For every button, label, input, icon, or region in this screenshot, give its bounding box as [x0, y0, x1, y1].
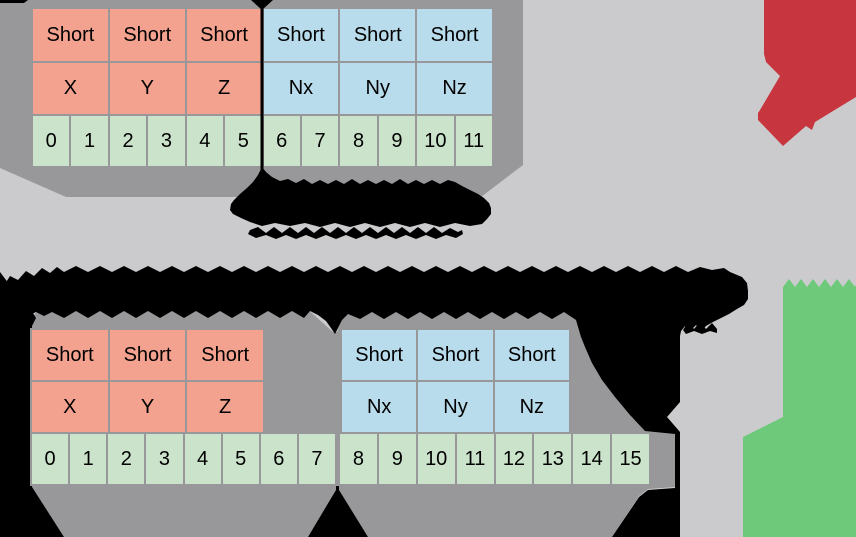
type-cell: Short	[418, 330, 493, 380]
field-cell-ny: Ny	[418, 382, 493, 432]
byte-cell: 11	[455, 116, 492, 166]
bottom-normal-table: Short Short Short Nx Ny Nz	[340, 328, 571, 434]
byte-cell: 7	[298, 434, 335, 484]
type-cell: Short	[33, 9, 108, 61]
byte-cell: 10	[417, 116, 454, 166]
field-cell-nz: Nz	[417, 62, 492, 114]
type-cell: Short	[340, 9, 416, 61]
bottom-normal-byte-row: 8 9 10 11 12 13 14 15	[338, 432, 651, 486]
type-cell: Short	[109, 330, 186, 380]
type-cell: Short	[32, 330, 108, 380]
field-cell-x: X	[33, 62, 108, 114]
field-cell-z: Z	[186, 62, 262, 114]
field-cell-ny: Ny	[340, 62, 416, 114]
bottom-boundary-pointer	[308, 486, 368, 537]
top-byte-offset-row: 0 1 2 3 4 5 6 7 8 9 10 11	[31, 114, 494, 168]
bottom-position-table: Short Short Short X Y Z	[30, 328, 265, 434]
byte-cell: 4	[184, 434, 221, 484]
top-attribute-table: Short Short Short Short Short Short X Y …	[31, 7, 494, 116]
field-cell-y: Y	[109, 382, 186, 432]
bottom-position-byte-row: 0 1 2 3 4 5 6 7	[30, 432, 337, 486]
type-cell: Short	[417, 9, 492, 61]
type-cell: Short	[342, 330, 417, 380]
cropped-top-left-sliver	[0, 0, 28, 3]
type-cell: Short	[187, 330, 263, 380]
byte-cell: 4	[186, 116, 224, 166]
byte-cell: 9	[378, 116, 416, 166]
type-cell: Short	[263, 9, 339, 61]
redacted-annotation-blob-top	[230, 167, 491, 227]
redacted-caption-blob-middle	[5, 266, 748, 537]
byte-cell: 14	[573, 434, 611, 484]
byte-cell: 0	[33, 116, 70, 166]
byte-cell: 8	[340, 434, 377, 484]
field-cell-nx: Nx	[342, 382, 417, 432]
byte-cell: 11	[456, 434, 494, 484]
byte-cell: 12	[495, 434, 533, 484]
type-cell: Short	[186, 9, 262, 61]
type-cell: Short	[109, 9, 185, 61]
byte-cell: 1	[71, 116, 108, 166]
redacted-annotation-underline-top	[248, 227, 463, 239]
field-cell-y: Y	[109, 62, 185, 114]
byte-cell: 6	[263, 116, 300, 166]
byte-cell: 8	[340, 116, 377, 166]
green-check-fragment	[743, 279, 856, 537]
byte-cell: 5	[225, 116, 262, 166]
type-cell: Short	[494, 330, 569, 380]
byte-cell: 9	[378, 434, 416, 484]
byte-cell: 0	[32, 434, 69, 484]
field-cell-x: X	[32, 382, 108, 432]
byte-cell: 2	[108, 434, 145, 484]
byte-cell: 1	[70, 434, 107, 484]
red-cross-fragment	[758, 0, 856, 146]
field-cell-nz: Nz	[494, 382, 569, 432]
byte-cell: 3	[148, 116, 185, 166]
byte-cell: 7	[301, 116, 339, 166]
redacted-squiggle	[683, 322, 717, 334]
byte-cell: 13	[534, 434, 572, 484]
byte-cell: 3	[146, 434, 183, 484]
field-cell-z: Z	[187, 382, 263, 432]
byte-cell: 15	[612, 434, 649, 484]
byte-cell: 2	[109, 116, 147, 166]
byte-cell: 5	[222, 434, 259, 484]
field-cell-nx: Nx	[263, 62, 339, 114]
byte-cell: 10	[417, 434, 455, 484]
byte-cell: 6	[260, 434, 297, 484]
